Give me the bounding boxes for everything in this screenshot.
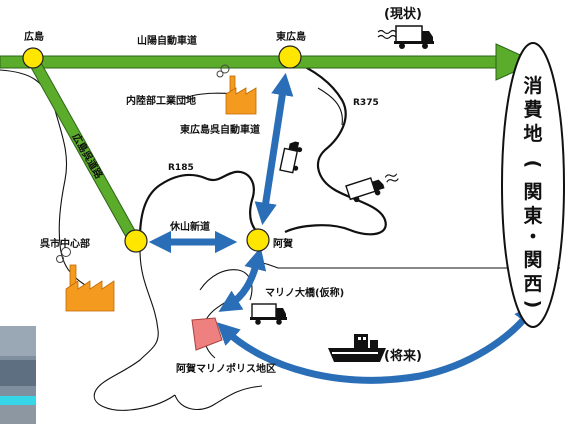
destination-char: 費 [523,98,542,121]
r185-road [138,170,263,239]
destination-oval [501,42,565,328]
r375-road [284,58,387,236]
label-marino-bridge: マリノ大橋(仮称) [265,286,344,299]
label-aga: 阿賀 [273,237,293,250]
aerial-photo-fragment [0,326,36,424]
label-higashi-hiroshima: 東広島 [276,30,306,43]
label-inland-industrial-park: 内陸部工業団地 [126,94,196,107]
destination-char: ・ [523,226,542,248]
marino-bridge-arrow [218,247,267,312]
truck-icon [345,173,399,203]
factory-icon [56,247,115,312]
label-sanyo-expressway: 山陽自動車道 [137,34,197,47]
label-kure-center: 呉市中心部 [40,237,90,250]
truck-icon [377,25,434,49]
label-current: (現状) [384,6,422,22]
node-kure-center [124,229,148,253]
node-higashi-hiroshima [278,45,302,69]
sanyo-expressway-arrow [0,43,538,81]
destination-char: 関 [523,249,542,271]
future-sea-route-arrow [216,303,537,384]
label-future: (将来) [384,348,422,364]
destination-text: 消 費 地 ( 関 東 ・ 関 西 ) [522,74,544,308]
label-higashi-hiroshima-kure-expressway: 東広島呉自動車道 [180,123,260,136]
aga-marinopolis-site [191,317,223,351]
truck-icon [250,303,287,325]
truck-icon [279,141,303,174]
label-aga-marinopolis: 阿賀マリノポリス地区 [176,362,276,375]
hiroshima-kure-road [27,55,139,243]
label-hiroshima-kure-road: 広島呉道路 [69,131,106,182]
node-aga [246,228,270,252]
node-hiroshima [22,47,44,69]
destination-char: 関 [523,181,542,203]
label-r375: R375 [353,98,379,108]
destination-char: ( [522,160,544,169]
destination-char: 東 [523,204,542,227]
ship-icon [328,334,386,362]
destination-char: ) [522,300,544,309]
destination-char: 西 [523,273,542,295]
label-r185: R185 [168,163,194,173]
destination-char: 地 [523,122,542,145]
destination-char: 消 [523,74,542,97]
higashi-kure-expressway-arrow [254,72,294,226]
label-hiroshima: 広島 [24,30,44,43]
label-kyuzan-tunnel: 休山新道 [169,220,210,233]
blue-routes [148,72,537,384]
map-labels: 広島 東広島 呉市中心部 阿賀 内陸部工業団地 阿賀マリノポリス地区 山陽自動車… [24,6,422,375]
factory-icon [216,64,257,115]
